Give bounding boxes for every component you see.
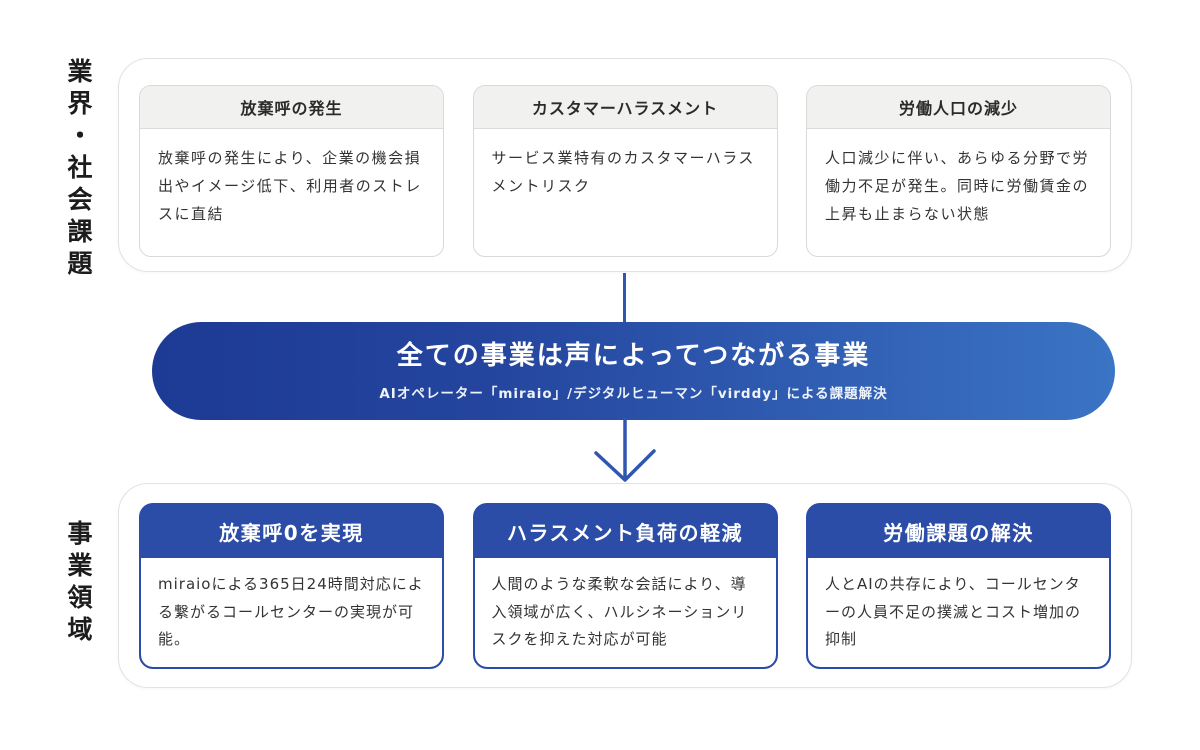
mission-banner-subtitle: AIオペレーター「miraio」/デジタルヒューマン「virddy」による課題解…: [379, 385, 888, 402]
domain-card-harassment-reduction: ハラスメント負荷の軽減 人間のような柔軟な会話により、導入領域が広く、ハルシネー…: [472, 503, 778, 669]
domain-card-body: miraioによる365日24時間対応による繋がるコールセンターの実現が可能。: [141, 557, 442, 667]
domain-card-labor-issue-solution: 労働課題の解決 人とAIの共存により、コールセンターの人員不足の撲滅とコスト増加…: [806, 503, 1111, 669]
domain-card-title: 労働課題の解決: [883, 520, 1034, 545]
domains-container: 放棄呼0を実現 miraioによる365日24時間対応による繋がるコールセンター…: [118, 483, 1132, 688]
issue-card-abandoned-calls: 放棄呼の発生 放棄呼の発生により、企業の機会損出やイメージ低下、利用者のストレス…: [139, 85, 444, 257]
issue-card-body: 人口減少に伴い、あらゆる分野で労働力不足が発生。同時に労働賃金の上昇も止まらない…: [825, 149, 1090, 223]
domain-card-body: 人とAIの共存により、コールセンターの人員不足の撲滅とコスト増加の抑制: [808, 557, 1109, 667]
issues-container: 放棄呼の発生 放棄呼の発生により、企業の機会損出やイメージ低下、利用者のストレス…: [118, 58, 1132, 272]
domain-card-title: 放棄呼0を実現: [219, 520, 364, 545]
issue-card-title: 労働人口の減少: [807, 86, 1110, 129]
issue-card-title: カスタマーハラスメント: [473, 86, 777, 129]
domain-card-title: ハラスメント負荷の軽減: [506, 520, 744, 545]
issue-card-customer-harassment: カスタマーハラスメント サービス業特有のカスタマーハラスメントリスク: [472, 85, 778, 257]
section-label-business-domains: 事業領域: [64, 520, 93, 648]
connector-line-top: [623, 273, 626, 322]
domain-card-body: 人間のような柔軟な会話により、導入領域が広く、ハルシネーションリスクを抑えた対応…: [474, 557, 776, 667]
domain-card-zero-abandoned-calls: 放棄呼0を実現 miraioによる365日24時間対応による繋がるコールセンター…: [139, 503, 444, 669]
issue-card-body: 放棄呼の発生により、企業の機会損出やイメージ低下、利用者のストレスに直結: [158, 149, 422, 223]
mission-banner-title: 全ての事業は声によってつながる事業: [396, 341, 871, 372]
issue-card-body: サービス業特有のカスタマーハラスメントリスク: [491, 149, 755, 195]
issue-card-labor-population-decline: 労働人口の減少 人口減少に伴い、あらゆる分野で労働力不足が発生。同時に労働賃金の…: [806, 85, 1111, 257]
mission-banner: 全ての事業は声によってつながる事業 AIオペレーター「miraio」/デジタルヒ…: [152, 322, 1115, 420]
issue-card-title: 放棄呼の発生: [140, 86, 443, 129]
section-label-industry-social-issues: 業界・社会課題: [64, 58, 93, 282]
down-arrow-icon: [594, 418, 656, 482]
